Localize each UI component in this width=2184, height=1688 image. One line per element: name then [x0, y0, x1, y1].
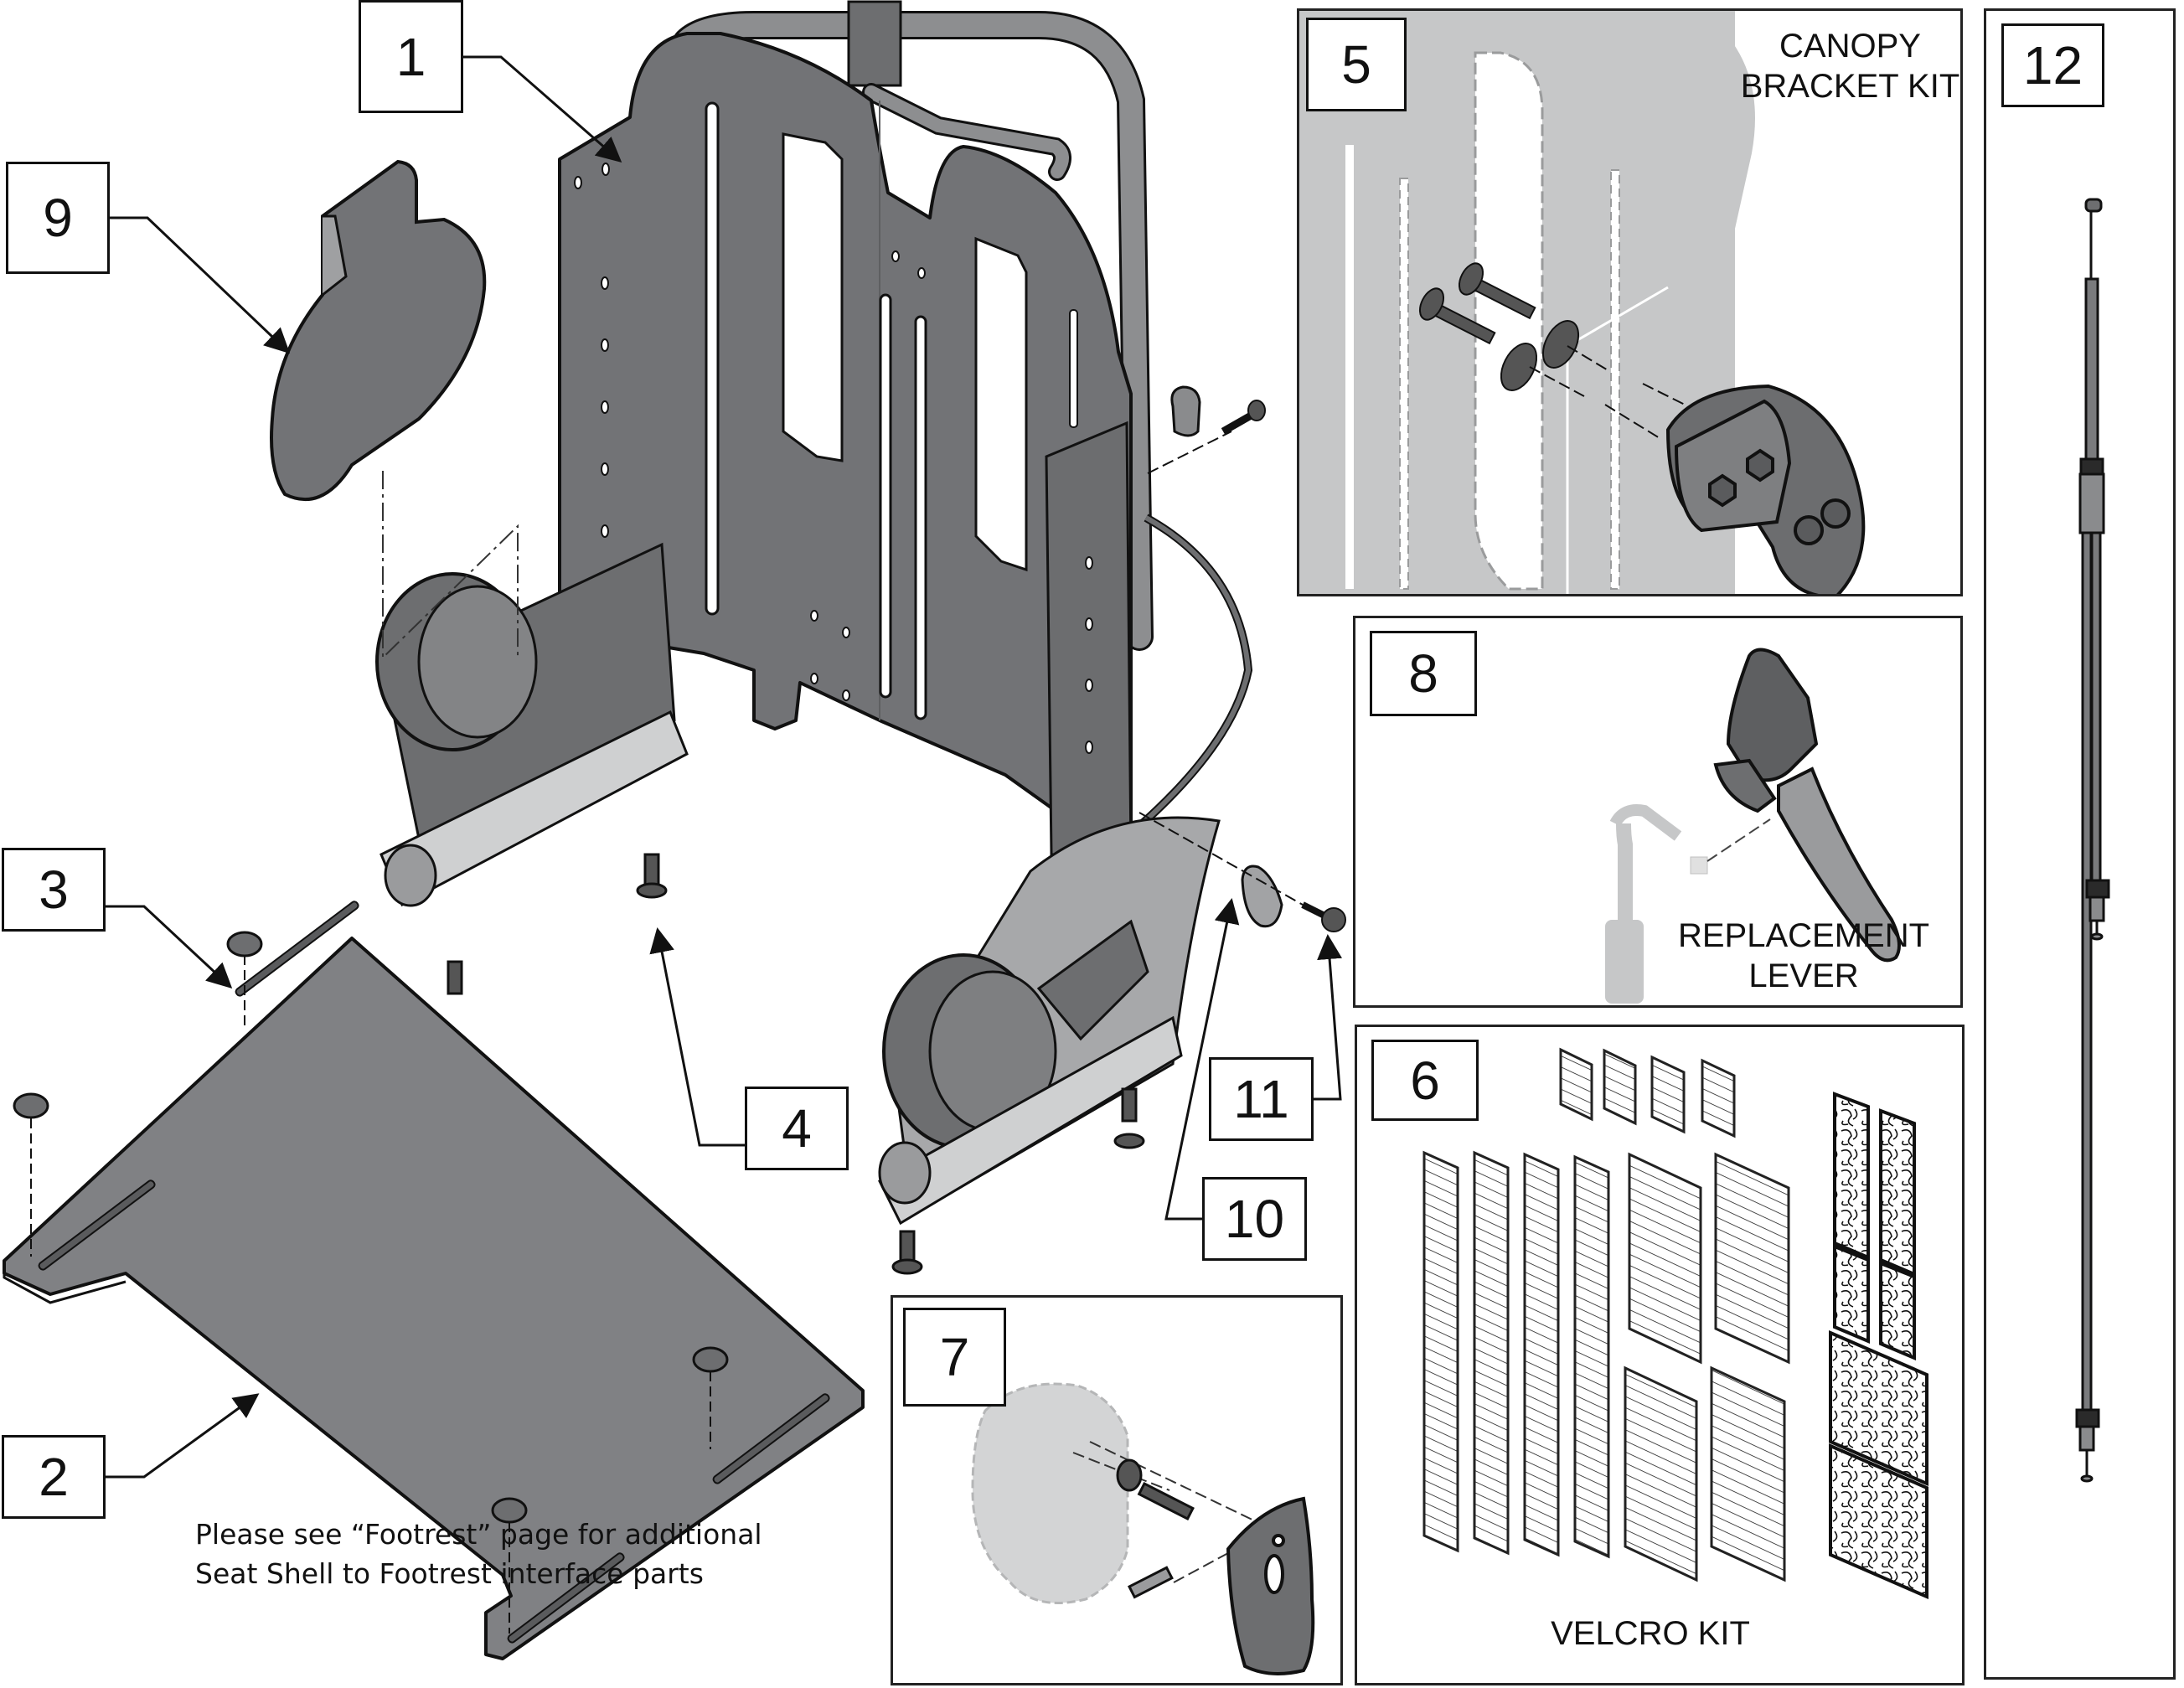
velcro-hook-panels	[1624, 1152, 1790, 1582]
panel-8-number: 8	[1370, 631, 1477, 716]
leader-10	[1164, 898, 1240, 1221]
cable-clamp-upper	[1147, 385, 1266, 474]
brake-cover-kit-illustration	[971, 1382, 1315, 1675]
leader-2	[106, 1393, 260, 1479]
brake-cover-plate	[1226, 1496, 1315, 1675]
leader-1	[463, 55, 622, 163]
brake-cover-part-9	[270, 159, 519, 660]
velcro-hook-strips-small	[1559, 1047, 1736, 1138]
footrest-note: Please see “Footrest” page for additiona…	[195, 1515, 762, 1593]
seat-back-shell	[558, 32, 1133, 856]
canopy-screws	[1418, 262, 1580, 391]
screws	[447, 853, 1145, 1275]
footrest-note-line-2: Seat Shell to Footrest interface parts	[195, 1557, 704, 1590]
leader-3	[106, 905, 233, 989]
set-screw	[1116, 1458, 1195, 1521]
panel-8-label-line-2: LEVER	[1748, 958, 1859, 994]
panel-12-number: 12	[2001, 23, 2104, 107]
callout-11: 11	[1209, 1057, 1314, 1141]
callout-2: 2	[2, 1435, 106, 1519]
brake-lever	[1713, 648, 1901, 963]
brake-cable-assembly	[2075, 198, 2110, 1483]
canopy-bracket	[1665, 384, 1866, 594]
callout-9: 9	[6, 162, 110, 274]
left-brake-hub	[375, 542, 689, 907]
panel-5-number: 5	[1306, 18, 1407, 111]
seat-pan	[3, 901, 865, 1660]
panel-8-label: REPLACEMENT LEVER	[1665, 916, 1942, 996]
push-pins	[13, 931, 729, 1524]
panel-brake-cable: 12	[1984, 8, 2176, 1680]
footrest-note-line-1: Please see “Footrest” page for additiona…	[195, 1518, 762, 1551]
leader-9	[110, 216, 291, 354]
cable-clamp-lower	[1138, 812, 1346, 932]
ghost-brake-cover	[971, 1382, 1129, 1604]
brake-cable-illustration	[2075, 198, 2110, 1483]
panel-5-label-line-1: CANOPY	[1779, 28, 1921, 65]
right-brake-hub	[878, 816, 1221, 1226]
velcro-hook-strips-long	[1422, 1150, 1610, 1559]
panel-7-number: 7	[903, 1308, 1006, 1407]
panel-5-label: CANOPY BRACKET KIT	[1739, 26, 1960, 106]
callout-4: 4	[745, 1087, 849, 1170]
leader-11	[1314, 934, 1343, 1101]
velcro-kit-illustration	[1422, 1047, 1928, 1600]
leader-4	[649, 927, 745, 1147]
panel-5-label-line-2: BRACKET KIT	[1740, 68, 1960, 105]
velcro-loop-panels	[1829, 1092, 1928, 1600]
dowel-pin	[1127, 1566, 1174, 1599]
callout-1: 1	[359, 0, 463, 113]
panel-replacement-lever: 8 REPLACEMENT LEVER	[1353, 616, 1963, 1008]
push-handle-frame	[673, 0, 1154, 651]
callout-3: 3	[2, 848, 106, 932]
panel-brake-cover-kit: 7	[891, 1295, 1343, 1685]
panel-6-label: VELCRO KIT	[1551, 1615, 1750, 1652]
callout-10: 10	[1202, 1177, 1307, 1261]
replacement-lever-illustration	[1605, 648, 1901, 1004]
panel-velcro-kit: 6 VELCRO KIT	[1355, 1025, 1965, 1685]
panel-8-label-line-1: REPLACEMENT	[1677, 917, 1930, 954]
panel-6-number: 6	[1371, 1040, 1479, 1121]
panel-canopy-bracket-kit: 5 CANOPY BRACKET KIT	[1297, 8, 1963, 596]
